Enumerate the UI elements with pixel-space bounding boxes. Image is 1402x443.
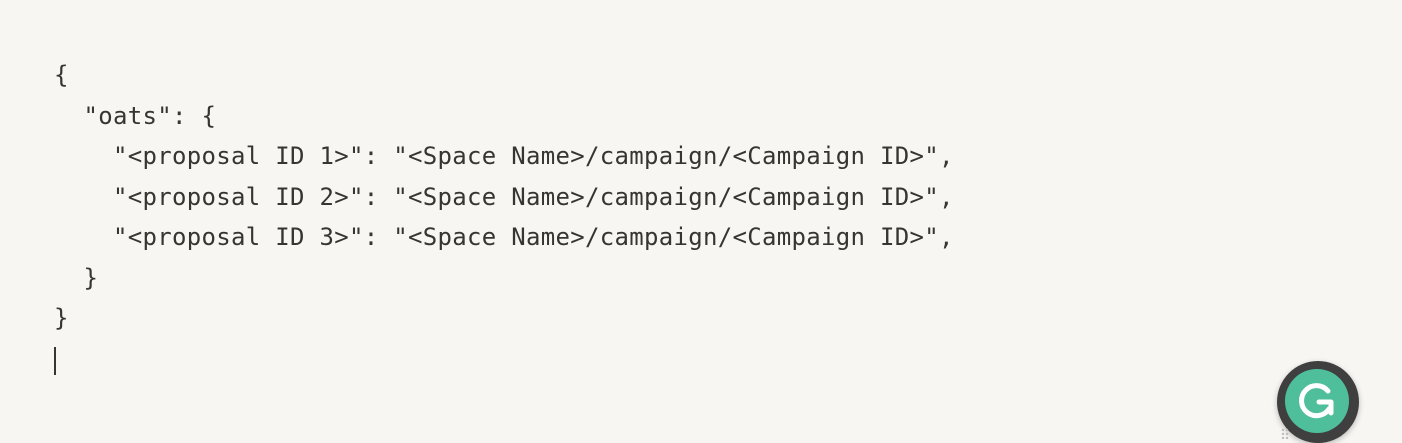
code-line: "<proposal ID 1>": "<Space Name>/campaig… (54, 142, 954, 170)
code-line: } (54, 263, 99, 292)
code-block[interactable]: { "oats": { "<proposal ID 1>": "<Space N… (54, 55, 1254, 379)
empty-line[interactable] (54, 339, 1254, 380)
code-line: { (54, 61, 69, 89)
code-line: } (54, 304, 69, 332)
code-line: "<proposal ID 3>": "<Space Name>/campaig… (54, 223, 954, 251)
text-cursor (54, 346, 56, 375)
code-line: "oats": { (54, 101, 217, 130)
grammarly-icon (1285, 369, 1349, 433)
drag-handle-icon[interactable] (1281, 424, 1291, 440)
grammarly-button[interactable] (1277, 361, 1359, 443)
code-line: "<proposal ID 2>": "<Space Name>/campaig… (54, 182, 954, 211)
